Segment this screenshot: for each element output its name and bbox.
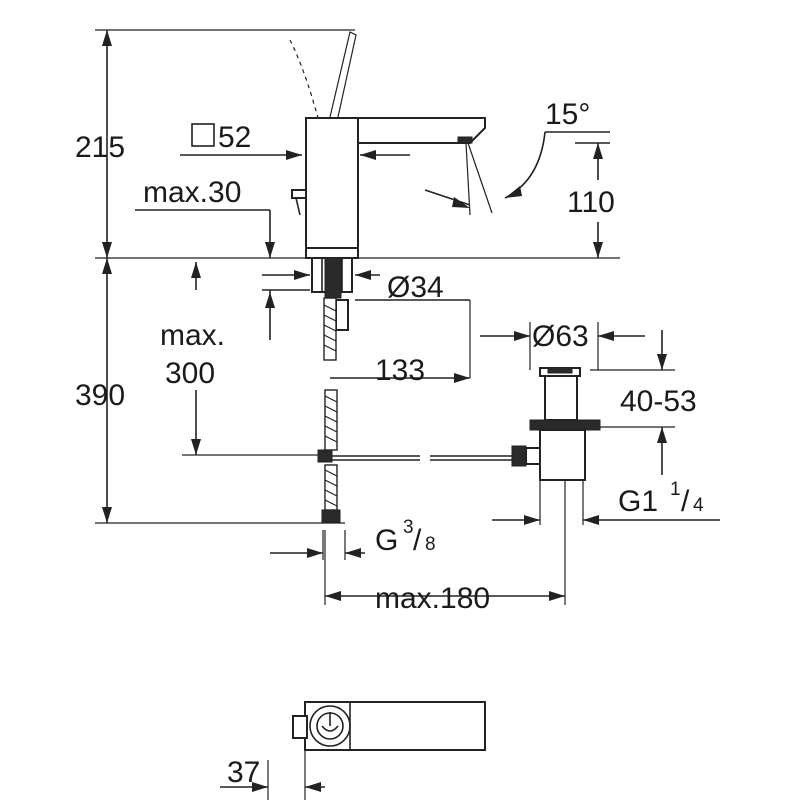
label-max30: max.30 <box>143 176 241 209</box>
dimension-390 <box>102 258 112 523</box>
label-g1: G1 <box>618 485 658 518</box>
label-g1-1-4: G1 1 / 4 <box>618 479 704 518</box>
label-52: 52 <box>218 121 251 154</box>
label-40-53: 40-53 <box>620 385 697 418</box>
label-max300-line1: max. <box>160 319 225 352</box>
label-15-degrees: 15° <box>545 98 590 131</box>
dimension-215 <box>102 30 112 258</box>
label-g: G <box>375 524 398 557</box>
dimension-g1 <box>492 515 720 525</box>
label-g-sup: 3 <box>403 517 414 538</box>
label-g-sub: 8 <box>425 534 436 555</box>
label-37: 37 <box>227 756 260 789</box>
label-215: 215 <box>75 131 125 164</box>
dimension-40-53 <box>657 330 667 475</box>
label-390: 390 <box>75 379 125 412</box>
label-g-3-8: G 3 / 8 <box>375 517 436 557</box>
label-34: Ø34 <box>387 271 444 304</box>
label-max180: max.180 <box>375 582 490 615</box>
label-63: Ø63 <box>532 320 589 353</box>
label-g1-slash: / <box>681 485 690 518</box>
drain-waste <box>511 367 601 481</box>
dimension-34 <box>262 270 470 301</box>
label-g1-sup: 1 <box>670 479 681 500</box>
label-max300-line2: 300 <box>165 357 215 390</box>
dimension-g38 <box>270 548 365 558</box>
dimension-max180 <box>325 591 565 601</box>
label-g1-sub: 4 <box>693 495 704 516</box>
dimension-52 <box>180 150 410 160</box>
dimension-max30 <box>135 209 275 340</box>
dimension-63 <box>480 331 645 341</box>
dimension-37 <box>220 740 325 800</box>
reference-lines <box>95 29 675 605</box>
faucet-top-view <box>292 701 486 751</box>
label-110: 110 <box>567 186 615 219</box>
dimension-110 <box>575 142 610 258</box>
label-133: 133 <box>375 354 425 387</box>
dimension-133 <box>330 373 470 383</box>
dimension-max300 <box>191 262 201 455</box>
square-symbol-icon <box>191 123 215 147</box>
label-g-slash: / <box>413 524 422 557</box>
mounting-shank <box>311 257 512 523</box>
faucet <box>289 31 486 259</box>
angle-15 <box>424 131 610 216</box>
